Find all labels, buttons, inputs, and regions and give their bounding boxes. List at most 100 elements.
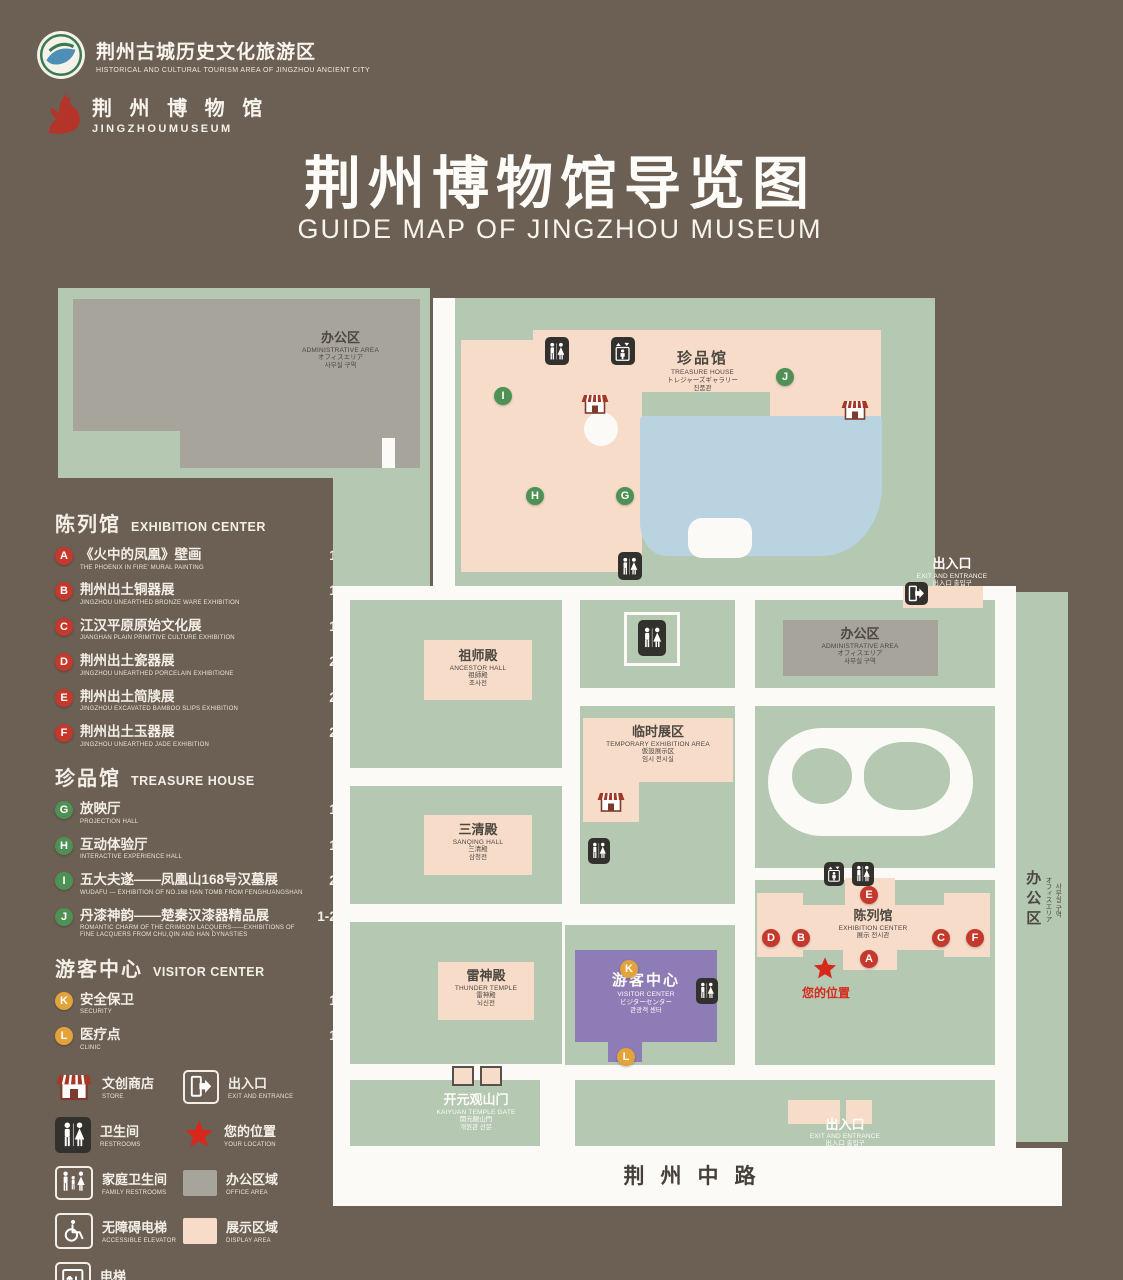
map-marker-i[interactable]: I — [494, 387, 512, 405]
kaiyuan-gate-label: 开元观山门 KAIYUAN TEMPLE GATE 開元観山門 개원관 산문 — [436, 1092, 516, 1132]
legend-section-exhibition-center: 陈列馆 EXHIBITION CENTER — [55, 508, 345, 537]
marker-c: C — [55, 617, 73, 636]
office-area-swatch — [183, 1169, 217, 1196]
east-exit-label: 出入口 EXIT AND ENTRANCE 出入口 출입구 — [916, 556, 988, 588]
map-marker-j[interactable]: J — [776, 368, 794, 386]
sanqing-hall-building — [424, 815, 532, 875]
section-title-cn: 陈列馆 — [55, 514, 121, 536]
visitor-center-label: 游客中心 VISITOR CENTER ビジターセンター 관광객 센터 — [611, 972, 680, 1014]
treasure-house-label: 珍品馆 TREASURE HOUSE トレジャーズギャラリー 진품관 — [667, 350, 738, 392]
restroom-icon — [545, 337, 569, 365]
road — [333, 1148, 1062, 1206]
marker-f: F — [55, 724, 73, 743]
legend-section-visitor-center: 游客中心 VISITOR CENTER — [55, 953, 345, 982]
road-name: 荆州中路 — [623, 1165, 772, 1188]
south-exit-gate[interactable] — [788, 1100, 840, 1124]
east-office-strip-label: 办公区 オフィスエリア 사무실 구역 — [1024, 870, 1061, 930]
map-marker-f[interactable]: F — [966, 929, 984, 947]
store-icon — [581, 392, 609, 416]
section-title-cn: 珍品馆 — [55, 768, 121, 791]
map-marker-b[interactable]: B — [792, 929, 810, 947]
restroom-icon — [618, 552, 642, 580]
tourism-area-logo: 荆州古城历史文化旅游区 HISTORICAL AND CULTURAL TOUR… — [36, 30, 370, 80]
your-location-star-icon — [812, 956, 838, 982]
admin-building-east — [783, 620, 938, 676]
map-marker-a[interactable]: A — [860, 950, 878, 968]
south-lawn — [575, 1080, 995, 1146]
tourism-emblem-icon — [36, 30, 86, 80]
south-exit-label: 出入口 EXIT AND ENTRANCE 出入口 출입구 — [809, 1117, 881, 1148]
elevator-icon — [824, 862, 844, 886]
pond — [640, 416, 882, 556]
exhibition-center-west-wing — [757, 893, 803, 957]
museum-emblem-icon — [40, 90, 82, 136]
museum-logo-subtitle: JINGZHOUMUSEUM — [92, 122, 233, 135]
marker-g: G — [55, 801, 73, 820]
marker-l: L — [55, 1027, 73, 1046]
kaiyuan-gate-structure — [452, 1066, 474, 1086]
northwest-grounds-arm — [333, 470, 430, 588]
marker-e: E — [55, 688, 73, 707]
kaiyuan-gate-structure — [480, 1066, 502, 1086]
map-marker-k[interactable]: K — [620, 960, 638, 978]
round-court — [584, 412, 618, 446]
south-lawn — [350, 1080, 540, 1146]
marker-i: I — [55, 872, 73, 891]
restroom-icon — [638, 620, 666, 656]
map-marker-h[interactable]: H — [526, 487, 544, 505]
legend-section-treasure-house: 珍品馆 TREASURE HOUSE — [55, 762, 345, 791]
marker-k: K — [55, 991, 73, 1010]
map-marker-d[interactable]: D — [762, 929, 780, 947]
marker-h: H — [55, 836, 73, 855]
pond-path — [688, 518, 752, 558]
marker-d: D — [55, 653, 73, 672]
restroom-icon — [55, 1116, 91, 1153]
exhibition-center-label: 陈列馆 EXHIBITION CENTER 展示 전시관 — [838, 908, 908, 940]
page-subtitle: GUIDE MAP OF JINGZHOU MUSEUM — [297, 214, 823, 244]
ancestor-hall-building — [424, 640, 532, 700]
accessible-elevator-icon — [55, 1212, 93, 1249]
map-marker-l[interactable]: L — [617, 1048, 635, 1066]
south-exit-gate[interactable] — [846, 1100, 872, 1124]
display-area-swatch — [183, 1217, 217, 1244]
store-icon — [841, 398, 869, 422]
map-marker-g[interactable]: G — [616, 487, 634, 505]
admin-northwest-label: 办公区 ADMINISTRATIVE AREA オフィスエリア 사무실 구역 — [302, 330, 379, 370]
exit-icon — [905, 582, 928, 605]
sanqing-hall-label: 三清殿 SANQING HALL 三清殿 삼청전 — [452, 822, 504, 862]
ancestor-hall-label: 祖师殿 ANCESTOR HALL 祖師殿 조사전 — [449, 648, 507, 688]
marker-j: J — [55, 907, 73, 926]
section-title-cn: 游客中心 — [55, 958, 143, 981]
store-icon — [597, 790, 625, 814]
location-star-icon — [183, 1119, 215, 1151]
admin-building-northwest-wing — [180, 431, 420, 468]
map-marker-c[interactable]: C — [932, 929, 950, 947]
treasure-house-building-west-wing — [461, 340, 642, 572]
store-icon — [55, 1071, 93, 1103]
map-marker-e[interactable]: E — [860, 886, 878, 904]
elevator-icon — [611, 337, 635, 365]
section-title-en: VISITOR CENTER — [153, 964, 265, 979]
restroom-icon — [696, 978, 718, 1004]
museum-logo-title: 荆 州 博 物 馆 — [92, 97, 269, 120]
tourism-logo-title: 荆州古城历史文化旅游区 — [96, 41, 317, 63]
